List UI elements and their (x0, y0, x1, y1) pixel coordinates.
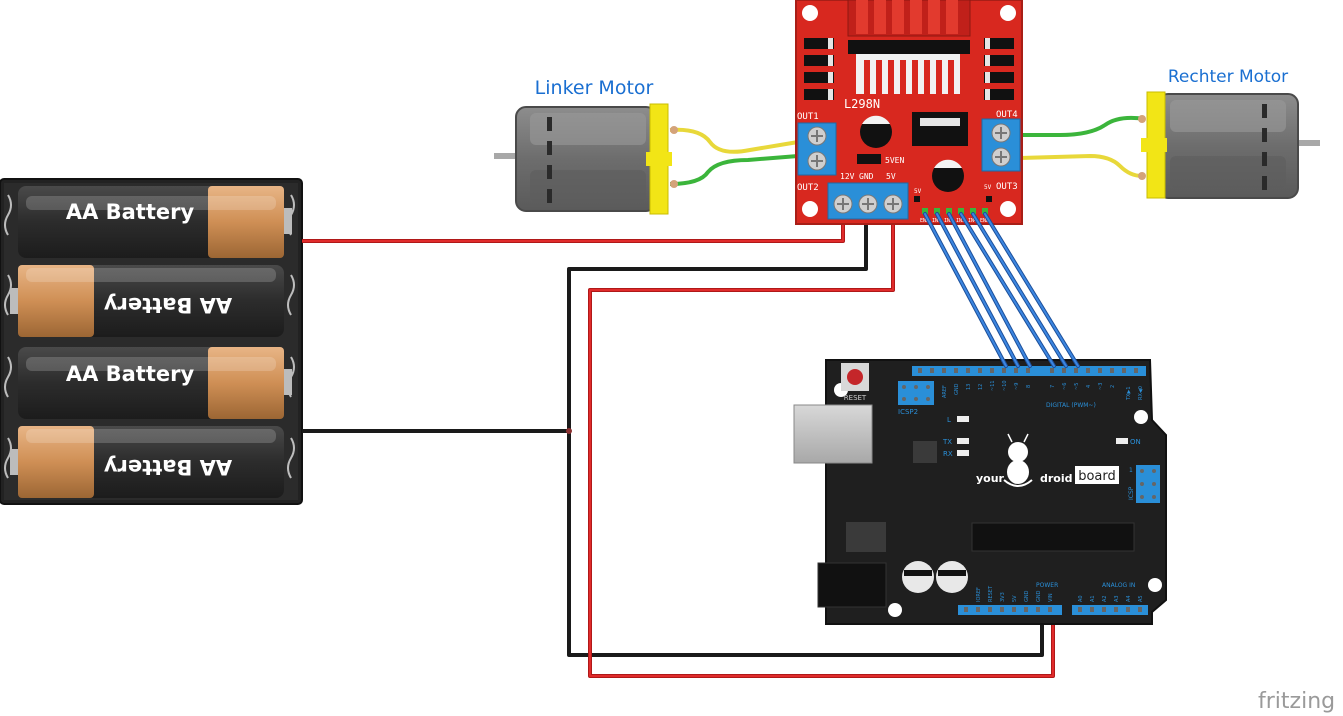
led-rx-label: RX (943, 450, 953, 458)
pin-d12-label: 12 (978, 384, 984, 390)
signal-wires (923, 212, 1080, 368)
battery-cell-4-label: AA Battery (104, 455, 233, 479)
pin-d8-label: 8 (1026, 385, 1032, 388)
battery-cell-1-label: AA Battery (66, 200, 195, 224)
pwr-vin-label: VIN (1048, 593, 1054, 602)
l298n-driver-board: L298N 5VEN (795, 0, 1023, 225)
digital-label: DIGITAL (PWM~) (1046, 402, 1096, 409)
right-motor-label: Rechter Motor (1168, 67, 1288, 87)
pin-gnd-label: GND (954, 383, 960, 395)
terminal-gnd-label: GND (859, 172, 874, 181)
l298n-label: L298N (844, 97, 880, 111)
pin-d11-label: ~11 (990, 380, 996, 391)
right-motor-wires (1019, 115, 1146, 180)
out3-label: OUT3 (996, 182, 1018, 192)
pwr-gnd1-label: GND (1024, 590, 1030, 602)
wire-gnd-trunk (567, 213, 1044, 657)
fritzing-watermark: fritzing (1258, 689, 1335, 714)
battery-cell-3: AA Battery (18, 347, 292, 419)
left-motor: Linker Motor (494, 77, 672, 215)
pin-d9-label: ~9 (1014, 383, 1020, 390)
a5-label: A5 (1138, 595, 1144, 602)
a2-label: A2 (1102, 595, 1108, 602)
pin-aref-label: AREF (942, 385, 948, 398)
pin-rx-label: RX◀0 (1138, 386, 1144, 400)
icsp-label: ICSP (1128, 486, 1135, 500)
battery-pack: AA Battery AA Battery AA Battery AA Batt… (0, 178, 303, 505)
icsp2-label: ICSP2 (898, 408, 918, 416)
pin-d2-label: 2 (1110, 385, 1116, 388)
pin-ena-label: ENA (920, 218, 929, 224)
left-motor-wires (669, 126, 799, 188)
out4-label: OUT4 (996, 110, 1018, 120)
pin-d4-label: 4 (1086, 385, 1092, 388)
reset-label: RESET (844, 394, 867, 402)
a1-label: A1 (1090, 595, 1096, 602)
led-on-label: ON (1130, 438, 1141, 446)
a3-label: A3 (1114, 595, 1120, 602)
pin-d3-label: ~3 (1098, 383, 1104, 390)
out1-label: OUT1 (797, 112, 819, 122)
pin-d6-label: ~6 (1062, 383, 1068, 390)
pin-in3-label: IN3 (956, 218, 965, 224)
left-motor-label: Linker Motor (535, 77, 654, 99)
pwr-gnd2-label: GND (1036, 590, 1042, 602)
pin-in4-label: IN4 (968, 218, 977, 224)
arduino-board: RESET ICSP2 AREF GND 13 12 ~11 ~10 ~9 8 … (793, 359, 1167, 625)
right-motor: Rechter Motor (1141, 67, 1320, 199)
pin-in2-label: IN2 (944, 218, 953, 224)
brand-your: your (976, 472, 1005, 485)
pin-d5-label: ~5 (1074, 383, 1080, 390)
brand-board: board (1078, 469, 1116, 484)
terminal-12v-label: 12V (840, 172, 855, 181)
battery-cell-4: AA Battery (10, 426, 284, 498)
pin-in1-label: IN1 (932, 218, 941, 224)
out1-out2-terminal (797, 122, 837, 176)
ena-5v-label: 5V (914, 188, 922, 195)
led-l-label: L (947, 416, 951, 424)
battery-cell-3-label: AA Battery (66, 362, 195, 386)
led-tx-label: TX (942, 438, 952, 446)
analog-label: ANALOG IN (1102, 582, 1135, 589)
pin-d13-label: 13 (966, 384, 972, 390)
pin-d7-label: 7 (1050, 385, 1056, 388)
brand-droid: droid (1040, 472, 1073, 485)
pin-enb-label: ENB (980, 218, 989, 224)
pwr-ioref-label: IOREF (976, 587, 982, 602)
wire-battery-positive (302, 213, 845, 243)
enb-5v-label: 5V (984, 184, 992, 191)
out2-label: OUT2 (797, 183, 819, 193)
icsp-pin1-label: 1 (1129, 467, 1133, 474)
droid-logo (1003, 433, 1033, 487)
logic-header (914, 196, 992, 214)
pwr-reset-label: RESET (988, 585, 994, 602)
pwr-5v-label: 5V (1012, 595, 1018, 602)
power-label: POWER (1036, 582, 1058, 589)
battery-cell-2: AA Battery (10, 265, 284, 337)
pin-d10-label: ~10 (1002, 380, 1008, 391)
terminal-5v-label: 5V (886, 172, 896, 181)
jumper-label: 5VEN (885, 156, 904, 165)
pin-tx-label: TX▶1 (1126, 386, 1132, 401)
battery-cell-2-label: AA Battery (104, 293, 233, 317)
battery-cell-1: AA Battery (18, 186, 292, 258)
power-terminal (827, 182, 909, 220)
pwr-3v3-label: 3V3 (1000, 592, 1006, 602)
a4-label: A4 (1126, 595, 1132, 602)
a0-label: A0 (1078, 595, 1084, 602)
out3-out4-terminal (981, 118, 1021, 172)
